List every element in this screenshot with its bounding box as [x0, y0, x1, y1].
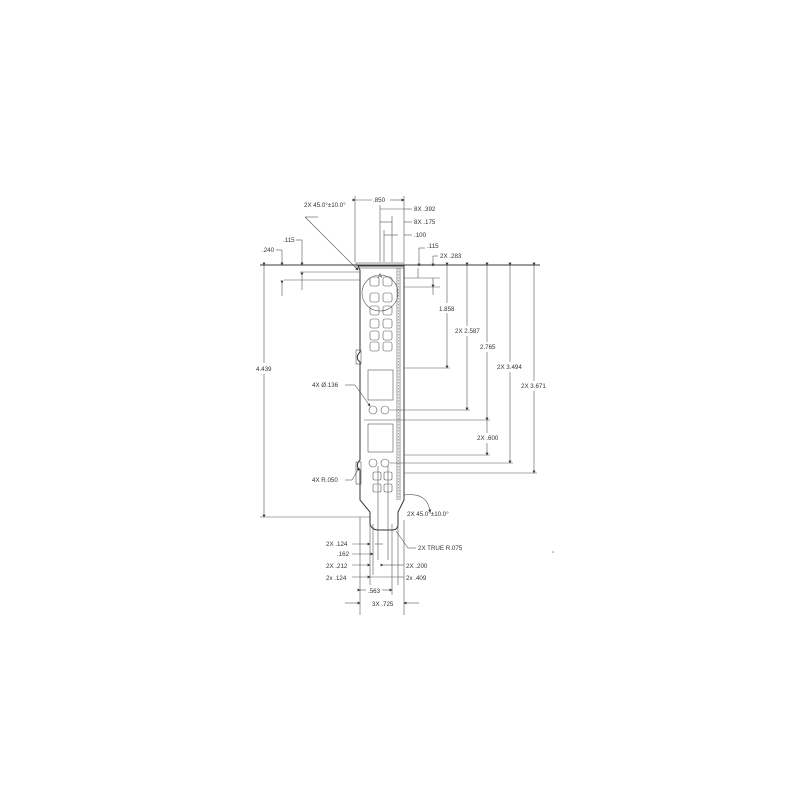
- svg-text:2X 2.587: 2X 2.587: [455, 328, 480, 335]
- left-dimensions: 4.439 4X Ø.136 4X R.050: [256, 262, 371, 518]
- svg-text:.563: .563: [368, 588, 381, 595]
- svg-text:8X .175: 8X .175: [414, 219, 436, 226]
- svg-text:2x .124: 2x .124: [326, 575, 347, 582]
- svg-text:4X Ø.136: 4X Ø.136: [312, 382, 339, 389]
- svg-text:2X .124: 2X .124: [326, 541, 348, 548]
- svg-text:.850: .850: [373, 197, 386, 204]
- detail-label: A: [378, 273, 383, 280]
- svg-text:2X 45.0°±10.0°: 2X 45.0°±10.0°: [407, 511, 449, 518]
- top-dimensions: .850 8X .392 8X .175 .100 .115 2X .283 2…: [262, 196, 462, 296]
- svg-text:.240: .240: [262, 247, 275, 254]
- svg-text:2X .200: 2X .200: [406, 563, 428, 570]
- svg-text:2x .409: 2x .409: [406, 575, 427, 582]
- svg-text:4X R.050: 4X R.050: [312, 477, 338, 484]
- windows-and-holes: [364, 369, 404, 560]
- svg-text:2X TRUE R.075: 2X TRUE R.075: [418, 545, 463, 552]
- svg-text:.115: .115: [283, 237, 295, 244]
- svg-text:.100: .100: [414, 232, 427, 239]
- keypad-grid: [369, 276, 393, 352]
- svg-text:2X .212: 2X .212: [326, 563, 348, 570]
- svg-text:1.858: 1.858: [439, 306, 455, 313]
- svg-text:3X .725: 3X .725: [372, 601, 394, 608]
- bottom-dimensions: 2X 45.0°±10.0° 2X TRUE R.075 2X .124 .16…: [326, 494, 463, 615]
- svg-text:4.439: 4.439: [256, 366, 272, 373]
- right-dimensions: 1.858 2X 2.587 2.765 2X 3.494 2X 3.671 2…: [390, 262, 546, 474]
- svg-text:.115: .115: [427, 243, 439, 250]
- svg-text:2X .600: 2X .600: [477, 435, 499, 442]
- stray-dot: [552, 551, 554, 553]
- svg-text:2X .283: 2X .283: [440, 253, 462, 260]
- svg-text:2X 3.494: 2X 3.494: [497, 364, 522, 371]
- svg-text:8X .392: 8X .392: [414, 206, 436, 213]
- svg-text:2X 3.671: 2X 3.671: [521, 383, 546, 390]
- svg-text:2X 45.0°±10.0°: 2X 45.0°±10.0°: [304, 202, 346, 209]
- svg-text:.162: .162: [337, 551, 350, 558]
- svg-text:2.765: 2.765: [480, 344, 496, 351]
